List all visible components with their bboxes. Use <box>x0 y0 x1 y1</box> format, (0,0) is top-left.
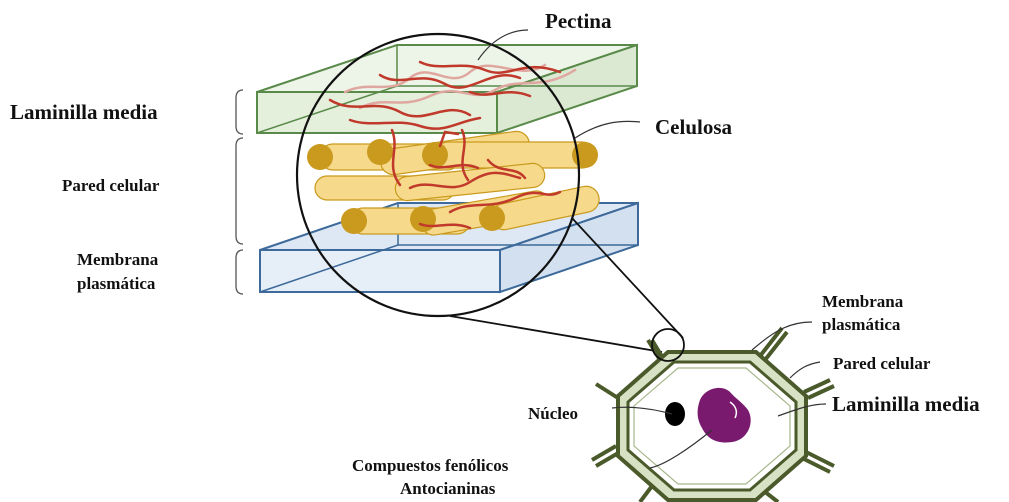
label-membrana-left-1: Membrana <box>77 250 159 269</box>
plant-cell <box>592 328 834 502</box>
label-laminilla-media-left: Laminilla media <box>10 100 158 124</box>
label-membrana-right-1: Membrana <box>822 292 904 311</box>
label-pectina: Pectina <box>545 9 612 33</box>
label-compuestos-1: Compuestos fenólicos <box>352 456 509 475</box>
label-pared-celular-right: Pared celular <box>833 354 931 373</box>
label-compuestos-2: Antocianinas <box>400 479 496 498</box>
zoom-line-bottom <box>450 316 662 352</box>
label-nucleo: Núcleo <box>528 404 578 423</box>
label-membrana-right-2: plasmática <box>822 315 901 334</box>
label-laminilla-media-right: Laminilla media <box>832 392 980 416</box>
middle-lamella-slab <box>257 45 637 133</box>
label-membrana-left-2: plasmática <box>77 274 156 293</box>
label-pared-celular-left: Pared celular <box>62 176 160 195</box>
label-celulosa: Celulosa <box>655 115 733 139</box>
celulosa-pointer <box>575 121 640 138</box>
nucleus <box>665 402 685 426</box>
left-brackets <box>236 90 243 294</box>
